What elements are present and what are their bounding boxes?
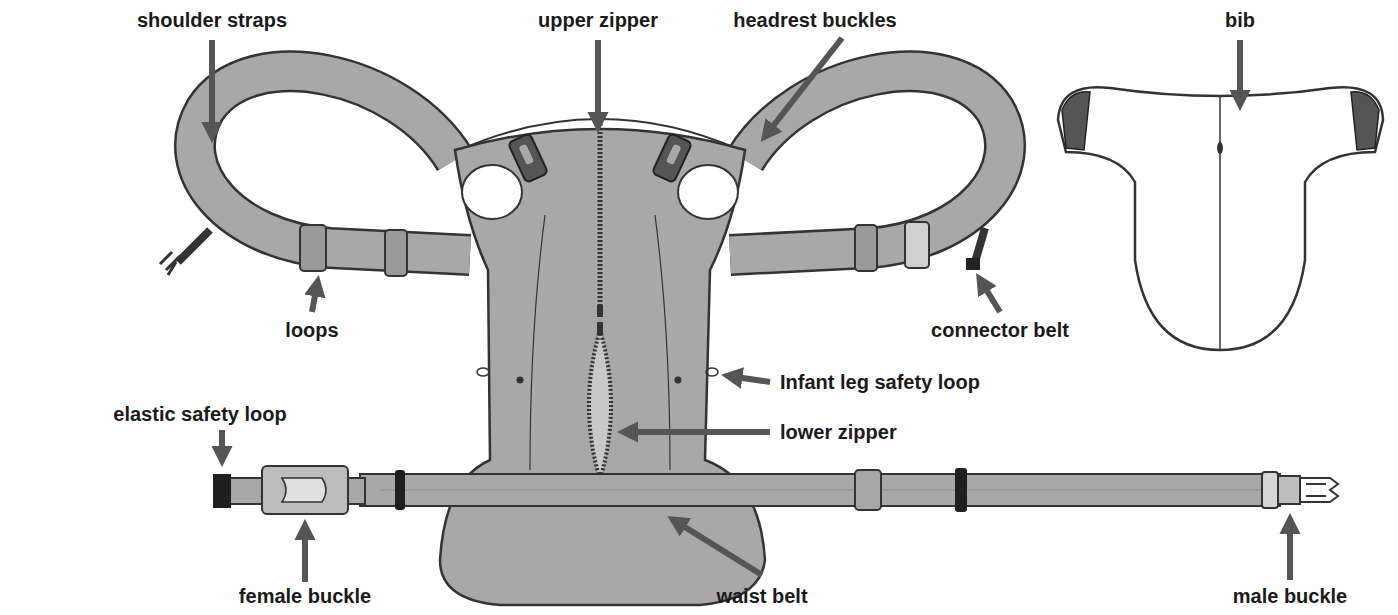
- bib-tab: [1062, 92, 1090, 150]
- bib-seam: [1219, 96, 1221, 350]
- strap-loop: [385, 230, 407, 276]
- strap-outline: [195, 71, 470, 255]
- part-label: lower zipper: [780, 420, 897, 444]
- strap-loop: [855, 225, 877, 271]
- strap-adjuster: [905, 222, 929, 268]
- part-label: bib: [1225, 8, 1255, 32]
- upper-zipper: [598, 120, 603, 310]
- lower-zipper-opening: [589, 330, 611, 480]
- belt-loop: [855, 470, 881, 510]
- zipper-pull: [597, 322, 603, 334]
- leader-arrow: [632, 429, 770, 435]
- strap-band: [195, 71, 470, 255]
- seam: [530, 215, 545, 470]
- connector-belt-tail: [178, 230, 210, 262]
- leader-arrow: [984, 286, 1000, 312]
- bib-outline: [1058, 87, 1383, 350]
- connector-clip: [160, 252, 180, 275]
- belt-band: [360, 474, 1280, 506]
- part-label: elastic safety loop: [113, 402, 286, 426]
- headrest-buckle: [652, 133, 692, 183]
- infant-leg-safety-loop: [477, 368, 489, 376]
- leader-arrow: [312, 290, 316, 312]
- left-shoulder-strap: [160, 71, 470, 276]
- part-label: female buckle: [239, 584, 371, 608]
- part-label: shoulder straps: [137, 8, 287, 32]
- leg-loop-dot: [675, 377, 682, 384]
- zipper-pull: [597, 305, 603, 317]
- connector-belt-tail: [975, 228, 985, 262]
- part-label: Infant leg safety loop: [780, 370, 980, 394]
- leader-arrow: [680, 524, 762, 575]
- leader-arrow: [770, 38, 842, 130]
- elastic-safety-loop: [213, 474, 231, 508]
- bib-tab: [1351, 92, 1379, 150]
- lower-zipper: [589, 330, 611, 480]
- belt-slider: [395, 470, 405, 510]
- leader-arrow: [219, 430, 225, 452]
- belt-adjuster: [1262, 472, 1278, 508]
- strap-loop: [300, 225, 326, 271]
- leader-arrow: [1287, 528, 1293, 580]
- bib-snap: [1217, 142, 1223, 154]
- leader-arrow: [595, 40, 601, 118]
- right-shoulder-strap: [730, 71, 1005, 271]
- infant-leg-safety-loop: [706, 368, 718, 376]
- connector-clip: [966, 258, 980, 270]
- buckle-window: [282, 478, 326, 502]
- male-buckle: [1278, 476, 1338, 504]
- bib: [1058, 87, 1383, 350]
- leader-arrow: [209, 40, 215, 128]
- part-label: male buckle: [1233, 584, 1348, 608]
- arm-hole: [462, 165, 522, 219]
- leg-loop-dot: [517, 377, 524, 384]
- leader-arrow: [302, 534, 308, 582]
- part-label: connector belt: [931, 318, 1069, 342]
- headrest-buckle: [508, 133, 548, 183]
- arm-hole: [678, 165, 738, 219]
- leader-arrow: [736, 377, 770, 382]
- belt-slider: [955, 468, 967, 512]
- waist-belt: [213, 466, 1338, 514]
- part-label: headrest buckles: [733, 8, 896, 32]
- part-label: loops: [285, 318, 338, 342]
- female-buckle: [262, 466, 348, 514]
- belt-seam: [380, 490, 1270, 491]
- carrier-body: [440, 119, 765, 605]
- leader-arrows: [212, 38, 1290, 582]
- part-label: waist belt: [716, 584, 807, 608]
- part-label: upper zipper: [538, 8, 658, 32]
- leader-arrow: [1237, 40, 1243, 96]
